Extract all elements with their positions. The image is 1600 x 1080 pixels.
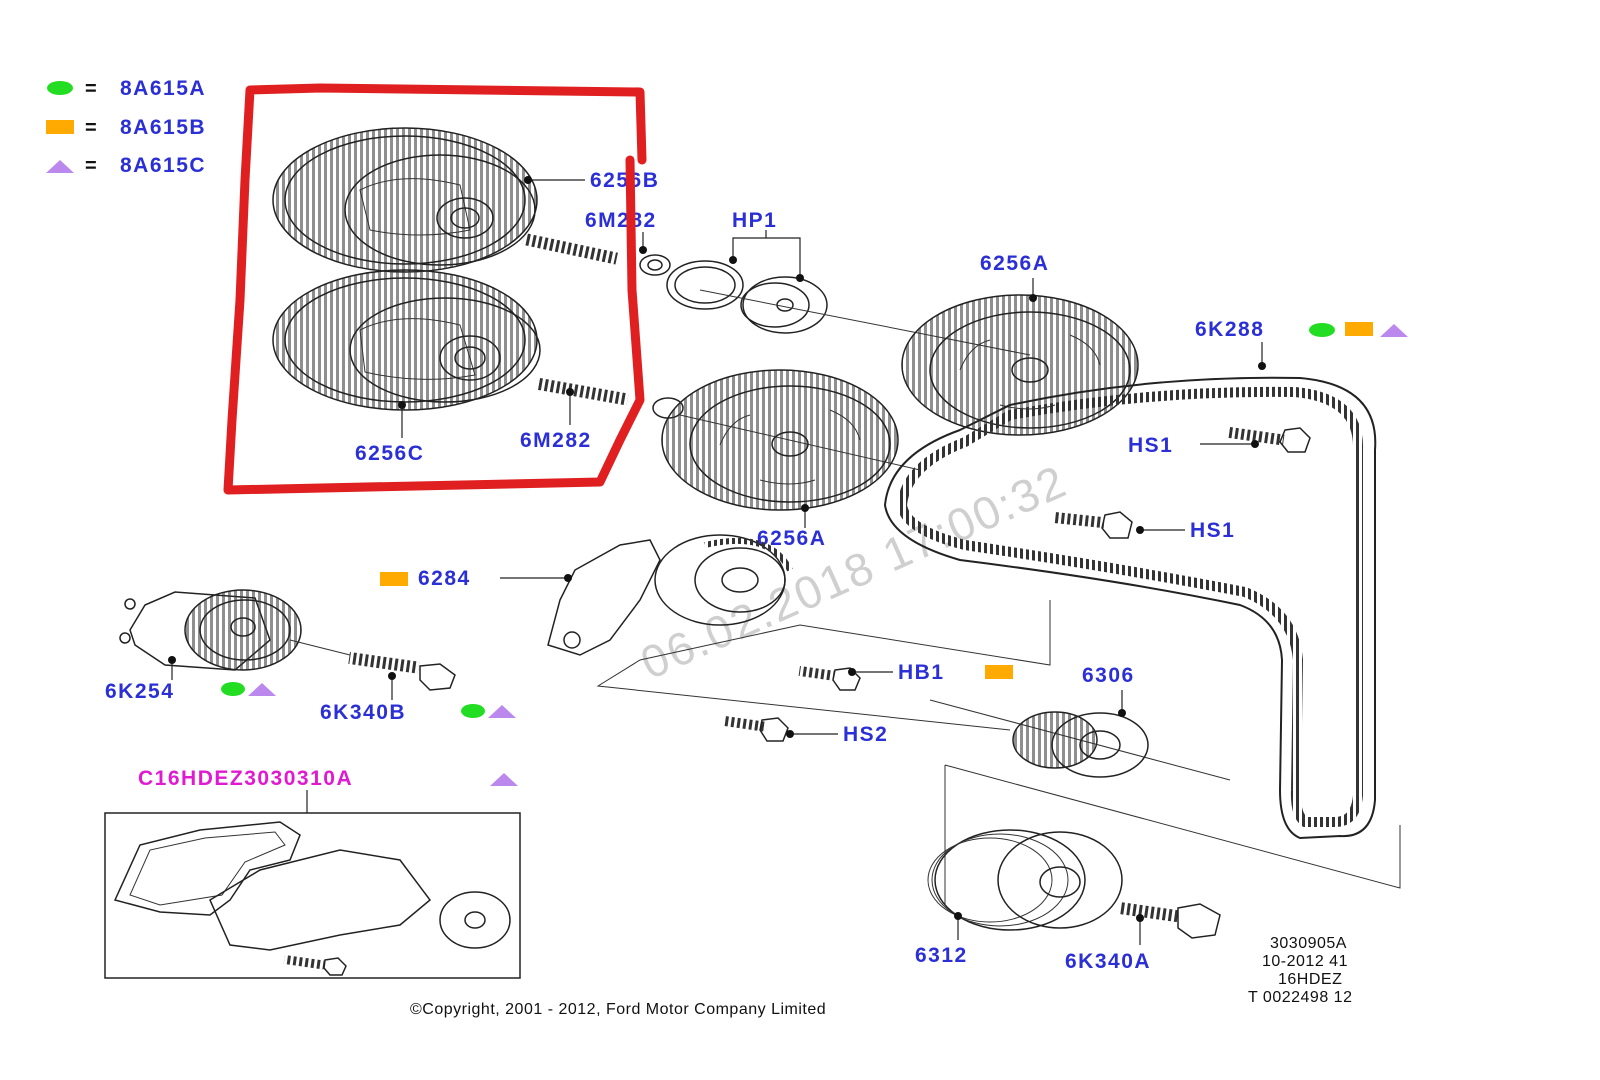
cam-sprocket-6256A-lower (661, 369, 899, 511)
label-6K254: 6K254 (105, 680, 174, 703)
bolt-HS2 (723, 716, 789, 742)
cam-phaser-sprocket-6256B (272, 127, 538, 273)
label-6312: 6312 (915, 944, 968, 967)
info-line-4: T 0022498 12 (1248, 989, 1352, 1006)
violet-triangle-icon (488, 705, 516, 718)
bolt-6M282-upper (522, 233, 671, 276)
legend-green-circle-icon (47, 81, 73, 95)
legend-code-8A615C: 8A615C (120, 154, 206, 177)
timing-belt-6K288 (883, 376, 1377, 840)
green-circle-icon (221, 682, 245, 696)
bolt-HS1-middle (1053, 511, 1133, 539)
label-C16HDEZ3030310A: C16HDEZ3030310A (138, 767, 353, 790)
idler-pulley-6K254 (119, 589, 302, 671)
legend-equals: = (85, 78, 97, 100)
orange-square-icon (380, 572, 408, 586)
label-HS1-middle: HS1 (1190, 519, 1235, 542)
label-HS2: HS2 (843, 723, 888, 746)
label-6K340B: 6K340B (320, 701, 406, 724)
seal-and-plug-HP1 (666, 260, 828, 334)
label-6306: 6306 (1082, 664, 1135, 687)
legend-orange-square-icon (46, 120, 74, 134)
tensioner-6284 (547, 534, 793, 656)
green-circle-icon (1309, 323, 1335, 337)
bolt-6M282-lower (537, 378, 684, 419)
legend-equals: = (85, 155, 97, 177)
legend-code-8A615B: 8A615B (120, 116, 206, 139)
label-6284: 6284 (418, 567, 471, 590)
label-6M282-upper: 6M282 (585, 209, 657, 232)
violet-triangle-icon (490, 773, 518, 786)
water-pump-illustration (113, 821, 511, 976)
drawing-info-block: 3030905A 10-2012 41 16HDEZ T 0022498 12 (1248, 935, 1352, 1006)
bolt-6K340B (289, 639, 456, 691)
bolt-6K340A (1118, 902, 1221, 939)
bolt-HB1 (798, 666, 861, 691)
violet-triangle-icon (1380, 324, 1408, 337)
label-HB1: HB1 (898, 661, 945, 684)
crankshaft-pulley-6312 (927, 829, 1123, 931)
green-circle-icon (461, 704, 485, 718)
copyright-text: ©Copyright, 2001 - 2012, Ford Motor Comp… (410, 1001, 826, 1018)
info-line-3: 16HDEZ (1278, 971, 1342, 988)
label-6256A-lower: 6256A (757, 527, 826, 550)
violet-triangle-icon (248, 683, 276, 696)
legend-equals: = (85, 117, 97, 139)
label-6256C: 6256C (355, 442, 424, 465)
label-6K288: 6K288 (1195, 318, 1264, 341)
orange-square-icon (1345, 322, 1373, 336)
water-pump-box (104, 812, 521, 979)
bolt-HS1-upper (1228, 427, 1311, 453)
red-highlight-box (223, 83, 647, 495)
label-6K340A: 6K340A (1065, 950, 1151, 973)
crankshaft-sprocket-6306 (929, 699, 1231, 781)
legend: = 8A615A = 8A615B = 8A615C (46, 77, 206, 177)
legend-violet-triangle-icon (46, 160, 74, 173)
cam-phaser-sprocket-6256C (272, 269, 541, 411)
info-line-1: 3030905A (1270, 935, 1347, 952)
legend-code-8A615A: 8A615A (120, 77, 206, 100)
info-line-2: 10-2012 41 (1262, 953, 1348, 970)
orange-square-icon (985, 665, 1013, 679)
label-6256A-upper: 6256A (980, 252, 1049, 275)
label-HP1: HP1 (732, 209, 777, 232)
label-HS1-upper: HS1 (1128, 434, 1173, 457)
label-6256B: 6256B (590, 169, 659, 192)
label-6M282-lower: 6M282 (520, 429, 592, 452)
